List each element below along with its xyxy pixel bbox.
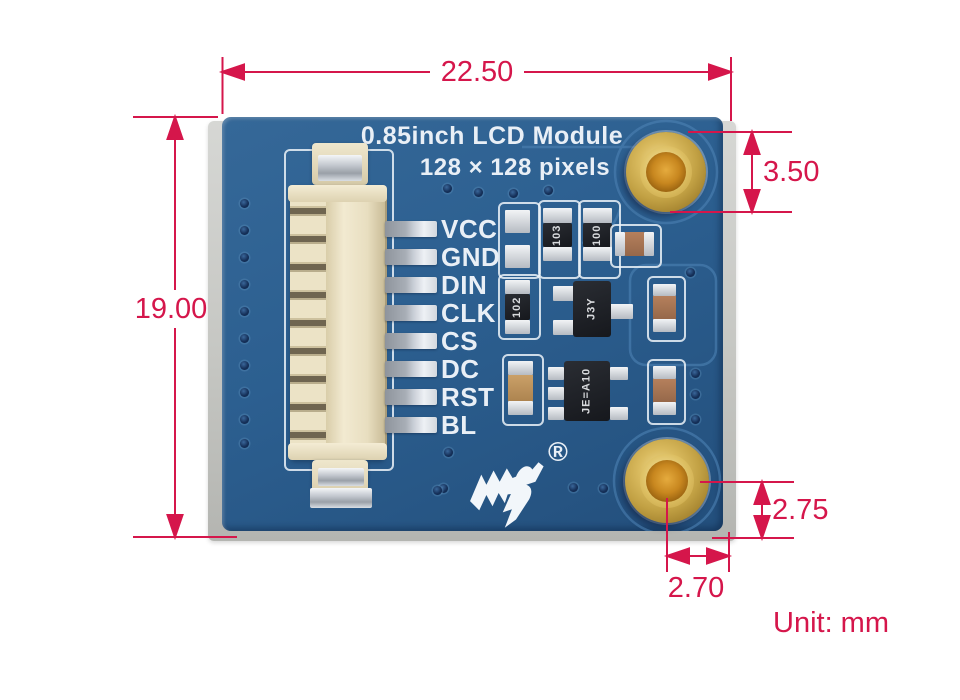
connector-ribs (290, 195, 326, 450)
connector-pin (385, 249, 437, 265)
connector-pin (385, 417, 437, 433)
resistor-terminal (583, 247, 612, 261)
connector-pin (385, 333, 437, 349)
capacitor-terminal (653, 366, 676, 379)
resistor-terminal (543, 208, 572, 223)
capacitor-terminal (653, 284, 676, 296)
resistor-103-outline (538, 200, 581, 279)
connector-bottom-solder-tab (318, 468, 364, 486)
via-dot (240, 280, 249, 289)
regulator-ic: JE=A10 (564, 361, 610, 421)
via-dot (240, 439, 249, 448)
ic-lead (610, 407, 628, 420)
via-dot (474, 188, 483, 197)
capacitor-outline (502, 354, 544, 426)
connector-bottom-flange (288, 443, 387, 460)
via-dot (240, 226, 249, 235)
via-dot (691, 415, 700, 424)
pin-label-clk: CLK (441, 298, 496, 328)
ic-lead (548, 387, 564, 400)
via-dot (691, 369, 700, 378)
via-dot (443, 184, 452, 193)
capacitor-terminal (653, 402, 676, 415)
via-dot (686, 268, 695, 277)
via-dot (240, 361, 249, 370)
connector-bottom-solder-blob (310, 488, 372, 508)
capacitor-outline (610, 224, 662, 268)
solder-pad (505, 210, 530, 233)
via-dot (240, 334, 249, 343)
pin-label-bl: BL (441, 410, 477, 440)
dimension-hole-diameter-label: 3.50 (763, 156, 820, 188)
capacitor-terminal (644, 232, 654, 256)
via-dot (569, 483, 578, 492)
via-dot (240, 388, 249, 397)
via-dot (240, 415, 249, 424)
resistor-terminal (505, 280, 530, 294)
resistor-102: 102 (505, 294, 530, 320)
capacitor-terminal (653, 319, 676, 332)
board-title: 0.85inch LCD Module (360, 122, 624, 150)
connector-pin (385, 305, 437, 321)
resistor-terminal (543, 247, 572, 261)
via-dot (433, 486, 442, 495)
connector-pin (385, 389, 437, 405)
pin-label-gnd: GND (441, 242, 501, 272)
resistor-terminal (583, 208, 612, 223)
dimension-hole-right-offset-label: 2.70 (667, 572, 725, 604)
via-dot (240, 253, 249, 262)
capacitor-terminal (508, 361, 533, 375)
pin-label-dc: DC (441, 354, 480, 384)
via-dot (240, 199, 249, 208)
resistor-terminal (505, 320, 530, 334)
pin-label-rst: RST (441, 382, 495, 412)
resistor-100: 100 (583, 223, 612, 247)
transistor-lead (553, 320, 574, 335)
via-dot (444, 448, 453, 457)
connector-pin (385, 277, 437, 293)
pad-pair-outline (498, 202, 541, 279)
via-dot (691, 390, 700, 399)
ic-lead (548, 367, 564, 380)
ic-lead (548, 407, 564, 420)
connector-pin (385, 361, 437, 377)
dimension-hole-bottom-offset-label: 2.75 (772, 494, 829, 526)
via-dot (599, 484, 608, 493)
via-dot (544, 186, 553, 195)
transistor-j3y: J3Y (573, 281, 611, 337)
solder-pad (505, 245, 530, 268)
capacitor-terminal (615, 232, 625, 256)
connector-spine (326, 185, 387, 460)
connector-top-solder-tab (318, 155, 362, 181)
board-resolution: 128 × 128 pixels (419, 154, 611, 181)
unit-label: Unit: mm (773, 607, 889, 639)
via-dot (509, 189, 518, 198)
connector-top-flange (288, 185, 387, 202)
capacitor (653, 379, 676, 402)
dimension-width-label: 22.50 (440, 56, 514, 88)
capacitor-outline (647, 359, 686, 425)
transistor-lead (610, 304, 633, 319)
pin-label-din: DIN (441, 270, 488, 300)
connector-pin (385, 221, 437, 237)
via-dot (240, 307, 249, 316)
resistor-103: 103 (543, 223, 572, 247)
pcb-board: 0.85inch LCD Module 128 × 128 pixels VCC… (222, 117, 723, 531)
capacitor (508, 375, 533, 401)
capacitor-terminal (508, 401, 533, 415)
waveshare-logo-icon (470, 462, 544, 528)
resistor-102-outline (498, 274, 541, 340)
dimension-height-label: 19.00 (134, 293, 208, 325)
pin-label-vcc: VCC (441, 214, 498, 244)
ic-lead (610, 367, 628, 380)
capacitor (625, 232, 644, 256)
transistor-lead (553, 286, 574, 301)
pin-label-cs: CS (441, 326, 479, 356)
mounting-hole-top (626, 132, 706, 212)
capacitor-outline (647, 276, 686, 342)
via-dot (439, 484, 448, 493)
registered-trademark-symbol: ® (548, 437, 568, 467)
capacitor (653, 296, 676, 319)
